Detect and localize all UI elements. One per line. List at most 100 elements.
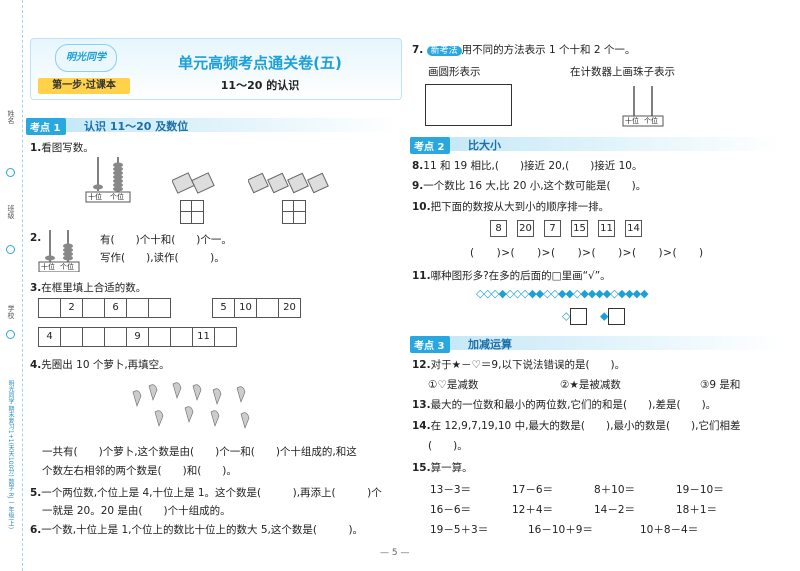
brand-text: 明光同学 期末复习1+1(天天100分) 数学 RJ 一年级(上) — [7, 380, 14, 530]
calc-item[interactable]: 16－6＝ — [430, 504, 472, 516]
number-card: 20 — [517, 220, 534, 237]
number-card: 14 — [625, 220, 642, 237]
ten-place-label: 十位 — [88, 193, 102, 201]
number-box: 11 — [192, 327, 215, 347]
number-card: 8 — [490, 220, 507, 237]
number-box[interactable] — [170, 327, 193, 347]
number-box[interactable] — [82, 327, 105, 347]
abacus-figure: 十位 个位 — [622, 84, 664, 128]
answer-grid[interactable] — [282, 200, 306, 224]
stick-bundle-icon — [172, 172, 215, 194]
question-text: 算一算。 — [430, 462, 473, 474]
number-box: 9 — [126, 327, 149, 347]
section-title: 认识 11～20 及数位 — [84, 120, 189, 133]
number-box[interactable] — [38, 298, 61, 318]
number-card: 15 — [571, 220, 588, 237]
question-4-line1: 一共有( )个萝卜,这个数是由( )个一和( )个十组成的,和这 — [42, 446, 357, 458]
number-box: 10 — [234, 298, 257, 318]
abacus-figure: 十位 个位 — [38, 228, 80, 272]
one-place-label: 个位 — [644, 117, 658, 125]
question-11: 11.哪种图形多?在多的后面的□里画“√”。 — [412, 270, 611, 282]
option-1[interactable]: ①♡是减数 — [428, 379, 479, 391]
number-box: 20 — [278, 298, 301, 318]
number-box[interactable] — [104, 327, 127, 347]
step-badge: 第一步·过课本 — [38, 78, 130, 94]
calc-item[interactable]: 13－3＝ — [430, 484, 472, 496]
answer-grid[interactable] — [180, 200, 204, 224]
number-box[interactable] — [214, 327, 237, 347]
section-title: 加减运算 — [468, 338, 512, 351]
calc-item[interactable]: 10＋8－4＝ — [640, 524, 699, 536]
section-bar — [26, 118, 398, 132]
number-box: 5 — [212, 298, 235, 318]
ten-place-label: 十位 — [41, 263, 55, 271]
one-place-label: 个位 — [110, 193, 124, 201]
section-tag: 考点 1 — [26, 118, 67, 135]
option-2[interactable]: ②★是被减数 — [560, 379, 621, 391]
question-text: 一个数比 16 大,比 20 小,这个数可能是( )。 — [423, 180, 647, 192]
calc-item[interactable]: 19－5＋3＝ — [430, 524, 489, 536]
question-4-line2: 个数左右相邻的两个数是( )和( )。 — [42, 465, 237, 477]
question-text: 把下面的数按从大到小的顺序排一排。 — [430, 201, 610, 213]
section-bar — [410, 336, 782, 350]
calc-item[interactable]: 17－6＝ — [512, 484, 554, 496]
check-box[interactable] — [608, 308, 626, 325]
calc-item[interactable]: 12＋4＝ — [512, 504, 554, 516]
question-text: 看图写数。 — [41, 142, 94, 154]
question-4: 4.先圈出 10 个萝卜,再填空。 — [30, 359, 170, 371]
calc-item[interactable]: 18＋1＝ — [676, 504, 718, 516]
question-text: 用不同的方法表示 1 个十和 2 个一。 — [461, 44, 636, 56]
section-title: 比大小 — [468, 139, 501, 152]
question-5-line2: 一就是 20。20 是由( )个十组成的。 — [42, 505, 231, 517]
question-5: 5.一个两位数,个位上是 4,十位上是 1。这个数是( ),再添上( )个 — [30, 487, 382, 499]
question-7: 7. 新考法用不同的方法表示 1 个十和 2 个一。 — [412, 44, 636, 56]
number-box: 2 — [60, 298, 83, 318]
radish-icon — [132, 382, 250, 429]
option-3[interactable]: ③9 是和 — [700, 379, 741, 391]
option-solid: ◆ — [600, 308, 626, 325]
one-place-label: 个位 — [60, 263, 74, 271]
calc-item[interactable]: 14－2＝ — [594, 504, 636, 516]
binding-hole — [6, 245, 15, 254]
question-text: 哪种图形多?在多的后面的□里画“√”。 — [430, 270, 611, 282]
order-blanks[interactable]: ( )>( )>( )>( )>( )>( ) — [470, 247, 704, 259]
question-9: 9.一个数比 16 大,比 20 小,这个数可能是( )。 — [412, 180, 647, 192]
question-text: 11 和 19 相比,( )接近 20,( )接近 10。 — [423, 160, 643, 172]
abacus-figure: 十位 个位 — [84, 155, 132, 203]
question-6: 6.一个数,十位上是 1,个位上的数比十位上的数大 5,这个数是( )。 — [30, 524, 364, 536]
stick-bundle-icon — [248, 172, 329, 194]
question-2-line2: 写作( ),读作( )。 — [100, 252, 225, 264]
calc-item[interactable]: 19－10＝ — [676, 484, 724, 496]
question-2-number: 2. — [30, 232, 42, 244]
check-box[interactable] — [570, 308, 588, 325]
binding-hole — [6, 168, 15, 177]
drawing-area[interactable] — [425, 84, 512, 126]
abacus-icon — [38, 230, 80, 272]
number-box[interactable] — [148, 327, 171, 347]
class-label: 班级 — [7, 205, 15, 219]
new-method-badge: 新考法 — [426, 46, 462, 56]
shape-pattern: ◇◇◇◆◇◇◇◆◆◇◇◆◆◇◆◆◆◆◇◆◆◆◆ — [476, 287, 649, 300]
question-text: 一个数,十位上是 1,个位上的数比十位上的数大 5,这个数是( )。 — [41, 524, 364, 536]
number-box: 4 — [38, 327, 61, 347]
number-box[interactable] — [60, 327, 83, 347]
number-box[interactable] — [256, 298, 279, 318]
question-text: 在 12,9,7,19,10 中,最大的数是( ),最小的数是( ),它们相差 — [430, 420, 741, 432]
stick-bundle-figure — [248, 170, 332, 196]
calc-item[interactable]: 16－10＋9＝ — [528, 524, 593, 536]
draw-circle-label: 画圆形表示 — [428, 66, 481, 78]
number-box[interactable] — [148, 298, 171, 318]
section-bar — [410, 137, 782, 151]
page-title: 单元高频考点通关卷(五) — [178, 54, 342, 72]
question-text: 对于★－♡＝9,以下说法错误的是( )。 — [430, 359, 626, 371]
question-text: 先圈出 10 个萝卜,再填空。 — [41, 359, 170, 371]
calc-item[interactable]: 8＋10＝ — [594, 484, 636, 496]
number-box[interactable] — [82, 298, 105, 318]
school-label: 学校 — [7, 305, 15, 319]
question-text: 最大的一位数和最小的两位数,它们的和是( ),差是( )。 — [430, 399, 717, 411]
name-label: 姓名 — [7, 110, 15, 124]
question-8: 8.11 和 19 相比,( )接近 20,( )接近 10。 — [412, 160, 643, 172]
question-13: 13.最大的一位数和最小的两位数,它们的和是( ),差是( )。 — [412, 399, 717, 411]
number-box[interactable] — [126, 298, 149, 318]
